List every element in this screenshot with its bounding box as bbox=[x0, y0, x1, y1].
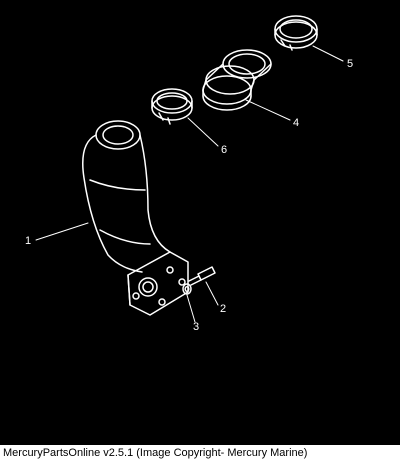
callout-2: 2 bbox=[220, 303, 226, 315]
callout-4: 4 bbox=[293, 117, 299, 129]
washer-icon bbox=[182, 283, 192, 295]
hose-clamp-icon bbox=[274, 15, 318, 51]
callout-5: 5 bbox=[347, 58, 353, 70]
coupler-sleeve-icon bbox=[202, 49, 272, 111]
exhaust-elbow-icon bbox=[82, 120, 189, 316]
hose-clamp-icon bbox=[151, 88, 193, 125]
callout-3: 3 bbox=[193, 321, 199, 333]
callout-1: 1 bbox=[25, 235, 31, 247]
copyright-caption: MercuryPartsOnline v2.5.1 (Image Copyrig… bbox=[3, 447, 308, 459]
callout-6: 6 bbox=[221, 144, 227, 156]
exploded-parts-diagram: 5 4 6 1 2 3 bbox=[0, 0, 400, 445]
bolt-icon bbox=[188, 266, 216, 286]
